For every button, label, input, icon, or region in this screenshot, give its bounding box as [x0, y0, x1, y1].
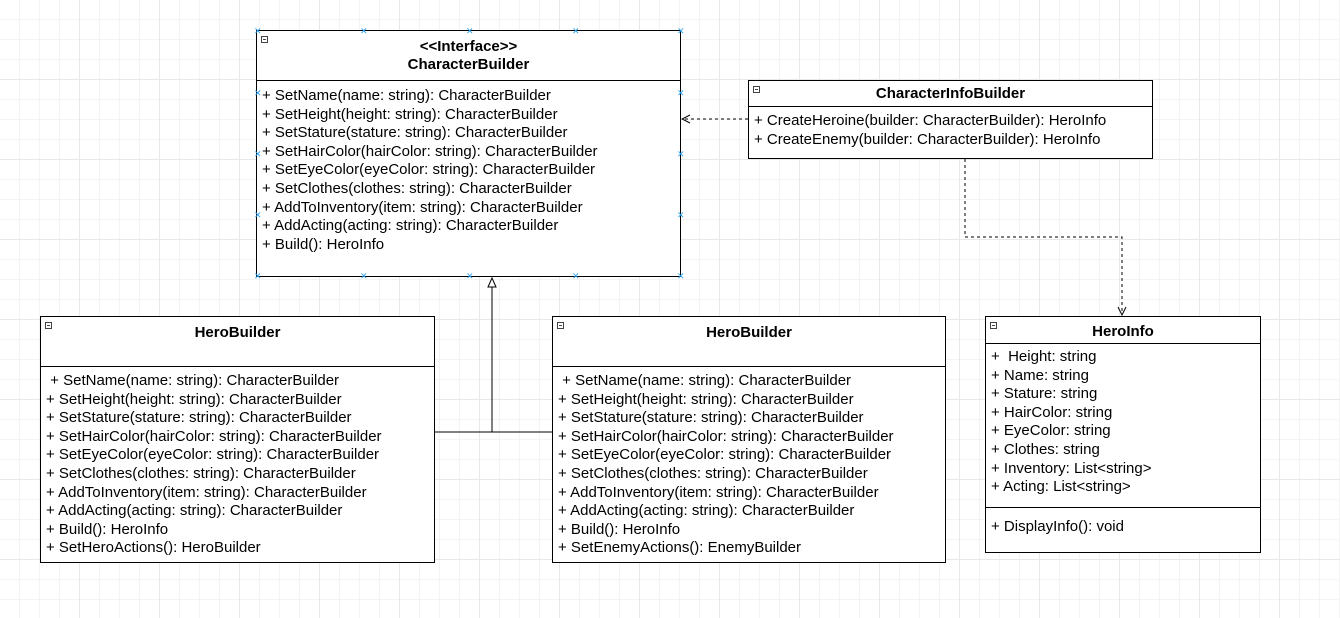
method-item: + SetHairColor(hairColor: string): Chara… [558, 427, 894, 445]
selection-handle-icon[interactable]: ✕ [677, 149, 685, 159]
selection-handle-icon[interactable]: ✕ [360, 271, 368, 281]
selection-handle-icon[interactable]: ✕ [254, 149, 262, 159]
selection-handle-icon[interactable]: ✕ [572, 271, 580, 281]
attribute-item: + Stature: string [991, 385, 1098, 403]
method-item: + SetClothes(clothes: string): Character… [262, 179, 572, 197]
attribute-item: + Height: string [991, 348, 1097, 365]
class-name: CharacterBuilder [407, 56, 530, 73]
method-list: + SetName(name: string): CharacterBuilde… [41, 372, 434, 558]
selection-handle-icon[interactable]: ✕ [254, 88, 262, 98]
method-item: + Build(): HeroInfo [262, 235, 385, 253]
method-item: + SetName(name: string): CharacterBuilde… [262, 87, 551, 104]
method-item: + Build(): HeroInfo [558, 520, 681, 538]
class-header: CharacterInfoBuilder [749, 81, 1152, 107]
method-item: + SetClothes(clothes: string): Character… [46, 464, 356, 482]
collapse-icon[interactable] [261, 36, 268, 43]
method-item: + AddActing(acting: string): CharacterBu… [262, 217, 559, 235]
method-item: + SetName(name: string): CharacterBuilde… [46, 372, 340, 389]
selection-handle-icon[interactable]: ✕ [677, 210, 685, 220]
selection-handle-icon[interactable]: ✕ [360, 26, 368, 36]
method-item: + SetHeroActions(): HeroBuilder [46, 539, 261, 557]
method-item: + SetClothes(clothes: string): Character… [558, 464, 868, 482]
class-name: HeroBuilder [194, 324, 281, 341]
method-item: + AddToInventory(item: string): Characte… [262, 198, 583, 216]
class-name: CharacterInfoBuilder [875, 85, 1026, 102]
section-divider [986, 507, 1260, 508]
method-item: + AddToInventory(item: string): Characte… [46, 483, 367, 501]
collapse-icon[interactable] [45, 322, 52, 329]
class-enemy-builder[interactable]: HeroBuilder + SetName(name: string): Cha… [552, 316, 946, 563]
method-item: + SetStature(stature: string): Character… [262, 124, 568, 142]
method-list: + SetName(name: string): CharacterBuilde… [553, 372, 945, 558]
method-item: + SetStature(stature: string): Character… [558, 409, 864, 427]
method-item: + SetEnemyActions(): EnemyBuilder [558, 539, 802, 557]
method-item: + SetHeight(height: string): CharacterBu… [262, 105, 558, 123]
selection-handle-icon[interactable]: ✕ [466, 26, 474, 36]
method-list: + DisplayInfo(): void [986, 518, 1260, 537]
selection-handle-icon[interactable]: ✕ [254, 271, 262, 281]
method-item: + SetHeight(height: string): CharacterBu… [46, 390, 342, 408]
selection-handle-icon[interactable]: ✕ [572, 26, 580, 36]
method-item: + Build(): HeroInfo [46, 520, 169, 538]
class-name: HeroInfo [1092, 323, 1154, 340]
method-item: + SetEyeColor(eyeColor: string): Charact… [262, 161, 596, 179]
method-item: + SetHairColor(hairColor: string): Chara… [46, 427, 382, 445]
method-item: + SetStature(stature: string): Character… [46, 409, 352, 427]
collapse-icon[interactable] [557, 322, 564, 329]
method-item: + CreateHeroine(builder: CharacterBuilde… [754, 112, 1107, 129]
method-item: + SetName(name: string): CharacterBuilde… [558, 372, 852, 389]
class-hero-info[interactable]: HeroInfo + Height: string + Name: string… [985, 316, 1261, 553]
collapse-icon[interactable] [990, 322, 997, 329]
method-item: + SetHeight(height: string): CharacterBu… [558, 390, 854, 408]
method-item: + SetEyeColor(eyeColor: string): Charact… [558, 446, 892, 464]
method-item: + SetEyeColor(eyeColor: string): Charact… [46, 446, 380, 464]
dependency-arrow-director-to-heroinfo[interactable] [964, 159, 1122, 315]
method-item: + AddActing(acting: string): CharacterBu… [46, 502, 343, 520]
selection-handle-icon[interactable]: ✕ [677, 88, 685, 98]
selection-handle-icon[interactable]: ✕ [254, 26, 262, 36]
selection-handle-icon[interactable]: ✕ [254, 210, 262, 220]
method-item: + SetHairColor(hairColor: string): Chara… [262, 142, 598, 160]
realization-arrowhead [487, 276, 497, 288]
class-header: <<Interface>> CharacterBuilder [257, 31, 680, 81]
attribute-item: + Inventory: List<string> [991, 459, 1152, 477]
class-name: HeroBuilder [706, 324, 792, 341]
class-hero-builder[interactable]: HeroBuilder + SetName(name: string): Cha… [40, 316, 435, 563]
class-character-info-builder[interactable]: CharacterInfoBuilder + CreateHeroine(bui… [748, 80, 1153, 159]
selection-handle-icon[interactable]: ✕ [677, 26, 685, 36]
attribute-item: + HairColor: string [991, 403, 1113, 421]
selection-handle-icon[interactable]: ✕ [466, 271, 474, 281]
attribute-list: + Height: string + Name: string + Statur… [986, 348, 1260, 497]
collapse-icon[interactable] [753, 86, 760, 93]
attribute-item: + Acting: List<string> [991, 478, 1131, 496]
method-item: + AddToInventory(item: string): Characte… [558, 483, 879, 501]
method-item: + DisplayInfo(): void [991, 518, 1124, 535]
stereotype-label: <<Interface>> [419, 38, 518, 55]
class-header: HeroInfo [986, 317, 1260, 344]
method-item: + CreateEnemy(builder: CharacterBuilder)… [754, 130, 1101, 148]
attribute-item: + Clothes: string [991, 440, 1100, 458]
attribute-item: + Name: string [991, 366, 1089, 384]
attribute-item: + EyeColor: string [991, 422, 1111, 440]
selection-handle-icon[interactable]: ✕ [677, 271, 685, 281]
class-header: HeroBuilder [553, 317, 945, 367]
method-item: + AddActing(acting: string): CharacterBu… [558, 502, 855, 520]
method-list: + SetName(name: string): CharacterBuilde… [257, 87, 680, 254]
interface-character-builder[interactable]: <<Interface>> CharacterBuilder + SetName… [256, 30, 681, 277]
method-list: + CreateHeroine(builder: CharacterBuilde… [749, 112, 1152, 149]
class-header: HeroBuilder [41, 317, 434, 367]
